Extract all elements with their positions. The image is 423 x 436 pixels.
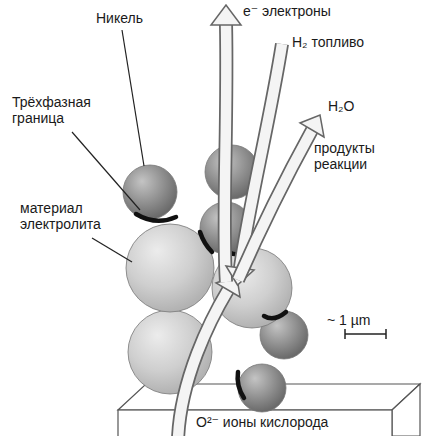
electrolyte-particle — [126, 224, 214, 312]
part-label: Никель — [96, 10, 176, 26]
nickel-particle — [123, 165, 177, 219]
flow-label: H₂O — [328, 98, 388, 114]
part-label: материал электролита — [20, 200, 120, 232]
product-arrow — [238, 115, 324, 280]
dimension-label: ~ 1 µm — [327, 312, 407, 328]
flow-label: O²⁻ ионы кислорода — [196, 414, 386, 430]
flow-label: e⁻ электроны — [243, 3, 363, 19]
flow-arrows — [178, 5, 324, 436]
oxygen-ion-arrow — [178, 275, 240, 436]
electron-arrow — [211, 5, 241, 282]
nickel-particle — [238, 364, 286, 412]
nickel-particle — [260, 311, 308, 359]
flow-label: H₂ топливо — [292, 34, 402, 50]
scale-bar — [345, 329, 386, 339]
flow-label: продукты реакции — [314, 140, 399, 172]
part-label: Трёхфазная граница — [12, 94, 108, 126]
